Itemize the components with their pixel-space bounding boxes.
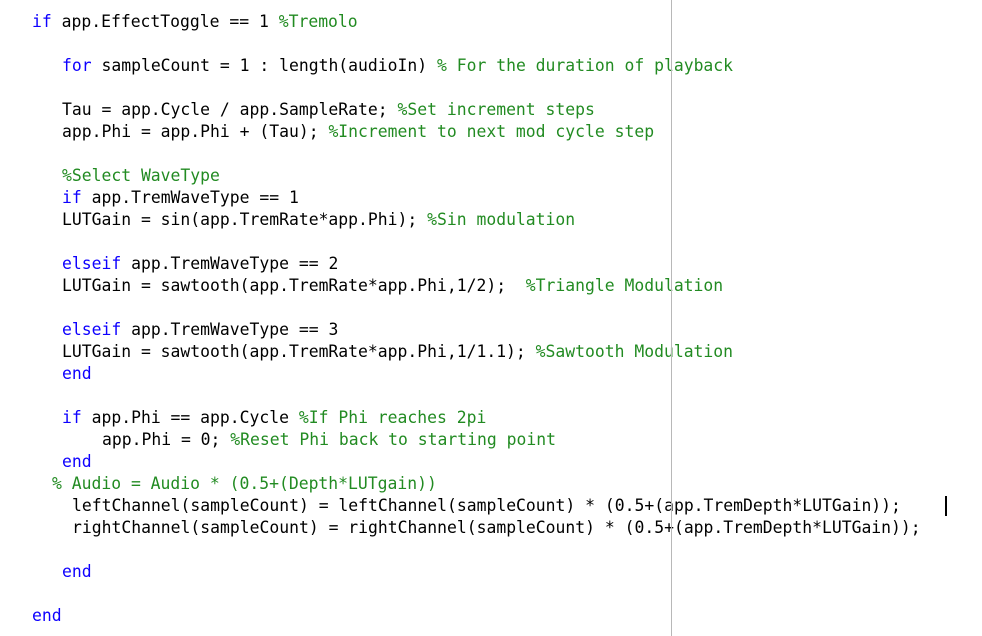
code-token: app.Phi = 0; bbox=[102, 430, 231, 449]
code-token: LUTGain = sawtooth(app.TremRate*app.Phi,… bbox=[62, 276, 526, 295]
code-line[interactable]: LUTGain = sin(app.TremRate*app.Phi); %Si… bbox=[62, 209, 575, 231]
right-margin-line bbox=[671, 0, 672, 636]
comment-token: %Tremolo bbox=[278, 12, 358, 31]
code-line[interactable]: Tau = app.Cycle / app.SampleRate; %Set i… bbox=[62, 99, 595, 121]
keyword-token: end bbox=[62, 562, 92, 581]
comment-token: % For the duration of playback bbox=[437, 56, 734, 75]
comment-token: % Audio = Audio * (0.5+(Depth*LUTgain)) bbox=[52, 474, 437, 493]
keyword-token: if bbox=[62, 408, 82, 427]
code-line[interactable]: if app.EffectToggle == 1 %Tremolo bbox=[32, 11, 358, 33]
code-token: app.TremWaveType == 3 bbox=[121, 320, 339, 339]
code-token: rightChannel(sampleCount) = rightChannel… bbox=[72, 518, 921, 537]
comment-token: %Select WaveType bbox=[62, 166, 220, 185]
comment-token: %Reset Phi back to starting point bbox=[230, 430, 556, 449]
keyword-token: if bbox=[62, 188, 82, 207]
keyword-token: end bbox=[62, 452, 92, 471]
keyword-token: if bbox=[32, 12, 52, 31]
code-line[interactable]: end bbox=[32, 605, 62, 627]
code-line[interactable]: end bbox=[62, 451, 92, 473]
comment-token: %Sawtooth Modulation bbox=[535, 342, 734, 361]
code-token: app.TremWaveType == 2 bbox=[121, 254, 339, 273]
code-line[interactable]: if app.TremWaveType == 1 bbox=[62, 187, 299, 209]
code-token: app.Phi == app.Cycle bbox=[81, 408, 299, 427]
comment-token: %Set increment steps bbox=[397, 100, 595, 119]
code-token: LUTGain = sin(app.TremRate*app.Phi); bbox=[62, 210, 428, 229]
code-token: Tau = app.Cycle / app.SampleRate; bbox=[62, 100, 398, 119]
code-line[interactable]: if app.Phi == app.Cycle %If Phi reaches … bbox=[62, 407, 486, 429]
code-line[interactable]: %Select WaveType bbox=[62, 165, 220, 187]
comment-token: %If Phi reaches 2pi bbox=[298, 408, 487, 427]
code-line[interactable]: elseif app.TremWaveType == 2 bbox=[62, 253, 338, 275]
code-line[interactable]: LUTGain = sawtooth(app.TremRate*app.Phi,… bbox=[62, 341, 733, 363]
code-line[interactable]: % Audio = Audio * (0.5+(Depth*LUTgain)) bbox=[52, 473, 437, 495]
code-token: app.Phi = app.Phi + (Tau); bbox=[62, 122, 329, 141]
code-token: sampleCount = 1 : length(audioIn) bbox=[91, 56, 437, 75]
comment-token: %Increment to next mod cycle step bbox=[328, 122, 655, 141]
code-line[interactable]: app.Phi = 0; %Reset Phi back to starting… bbox=[102, 429, 556, 451]
code-line[interactable]: rightChannel(sampleCount) = rightChannel… bbox=[72, 517, 921, 539]
code-line[interactable]: end bbox=[62, 363, 92, 385]
code-line[interactable]: elseif app.TremWaveType == 3 bbox=[62, 319, 338, 341]
code-line[interactable]: LUTGain = sawtooth(app.TremRate*app.Phi,… bbox=[62, 275, 723, 297]
code-token: app.EffectToggle == 1 bbox=[51, 12, 279, 31]
code-line[interactable]: app.Phi = app.Phi + (Tau); %Increment to… bbox=[62, 121, 654, 143]
text-cursor bbox=[945, 496, 947, 516]
comment-token: %Sin modulation bbox=[427, 210, 576, 229]
keyword-token: elseif bbox=[62, 254, 122, 273]
code-token: app.TremWaveType == 1 bbox=[81, 188, 299, 207]
keyword-token: elseif bbox=[62, 320, 122, 339]
code-line[interactable]: for sampleCount = 1 : length(audioIn) % … bbox=[62, 55, 733, 77]
code-line[interactable]: leftChannel(sampleCount) = leftChannel(s… bbox=[72, 495, 901, 517]
code-line[interactable]: end bbox=[62, 561, 92, 583]
code-token: leftChannel(sampleCount) = leftChannel(s… bbox=[72, 496, 901, 515]
keyword-token: for bbox=[62, 56, 92, 75]
keyword-token: end bbox=[32, 606, 62, 625]
keyword-token: end bbox=[62, 364, 92, 383]
comment-token: %Triangle Modulation bbox=[525, 276, 724, 295]
code-token: LUTGain = sawtooth(app.TremRate*app.Phi,… bbox=[62, 342, 536, 361]
